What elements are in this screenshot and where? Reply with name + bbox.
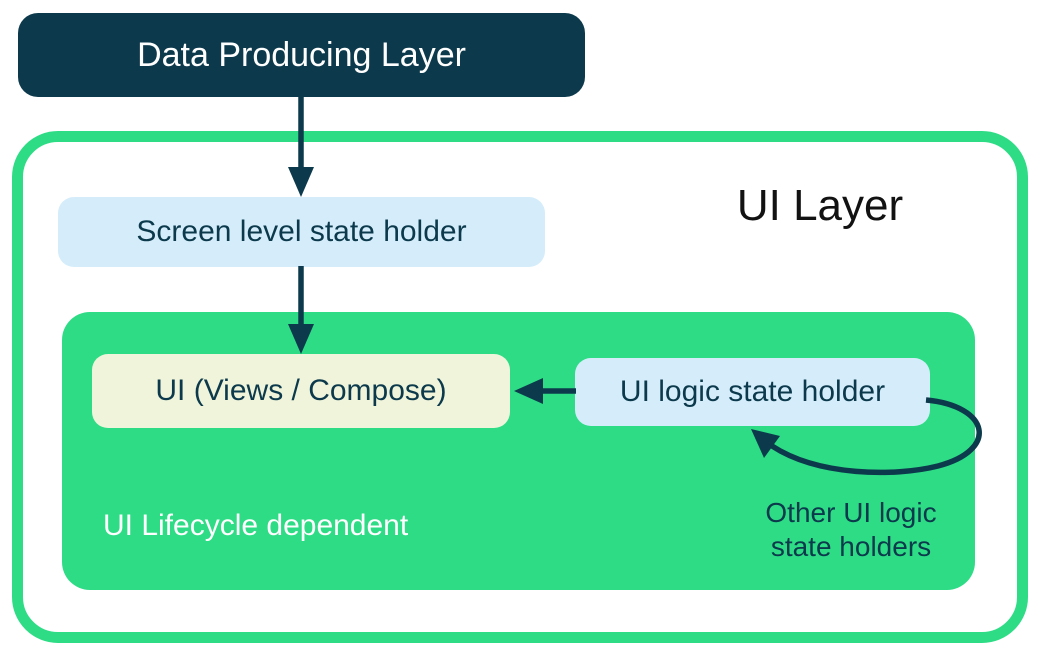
screen-level-state-holder-node: Screen level state holder bbox=[58, 197, 545, 267]
other-ui-logic-state-holders-line2: state holders bbox=[770, 530, 932, 562]
ui-logic-state-holder-node: UI logic state holder bbox=[575, 358, 930, 426]
other-ui-logic-state-holders-label: Other UI logic state holders bbox=[740, 496, 962, 563]
ui-layer-title: UI Layer bbox=[736, 181, 904, 230]
data-producing-layer-node: Data Producing Layer bbox=[18, 13, 585, 97]
other-ui-logic-state-holders-line1: Other UI logic bbox=[765, 497, 937, 528]
ui-views-compose-node: UI (Views / Compose) bbox=[92, 354, 510, 428]
ui-lifecycle-dependent-label: UI Lifecycle dependent bbox=[103, 509, 409, 542]
